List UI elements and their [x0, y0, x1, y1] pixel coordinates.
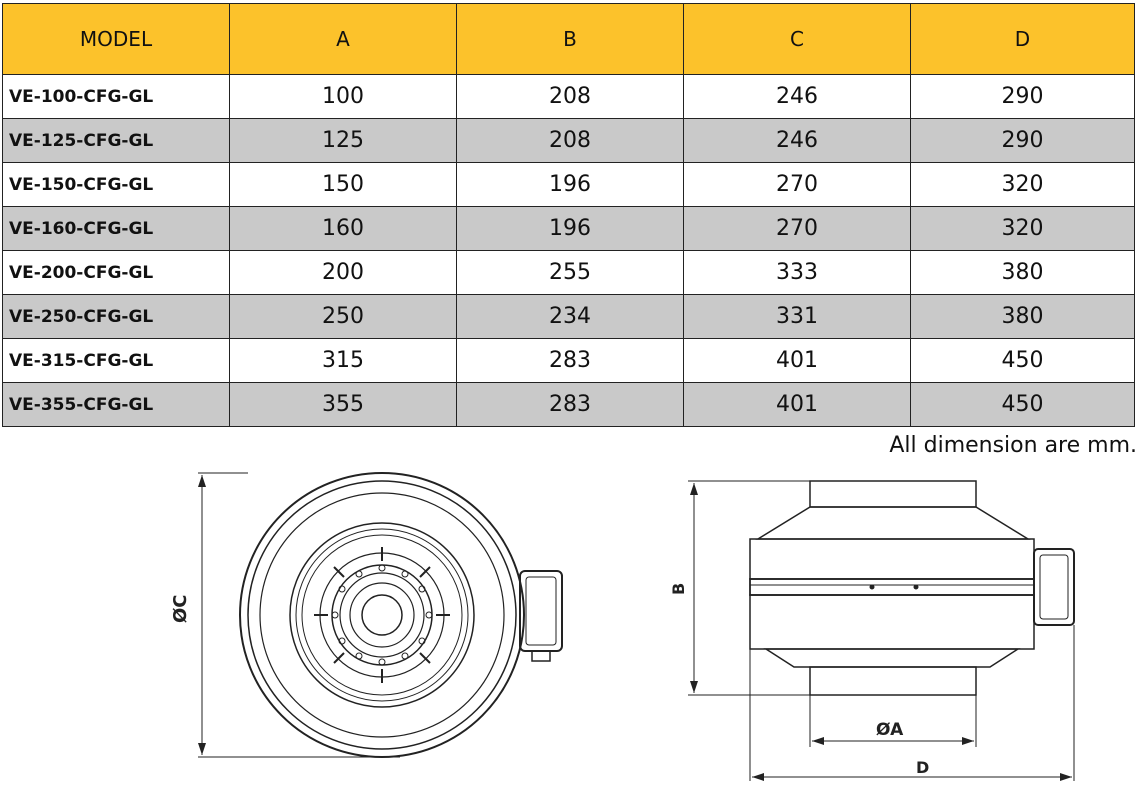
cell-c: 401: [683, 338, 911, 383]
cell-c: 401: [683, 382, 911, 427]
cell-c: 331: [683, 294, 911, 339]
cell-d: 320: [910, 206, 1135, 251]
cell-b: 255: [456, 250, 684, 295]
cell-d: 290: [910, 118, 1135, 163]
dim-label-c: ØC: [170, 594, 191, 623]
cell-b: 196: [456, 206, 684, 251]
cell-d: 450: [910, 338, 1135, 383]
cell-b: 283: [456, 338, 684, 383]
cell-d: 380: [910, 250, 1135, 295]
cell-c: 333: [683, 250, 911, 295]
table-row: VE-150-CFG-GL 150 196 270 320: [2, 162, 1135, 207]
dimension-table: MODEL A B C D VE-100-CFG-GL 100 208 246 …: [2, 3, 1135, 427]
cell-a: 200: [229, 250, 457, 295]
header-a: A: [229, 3, 457, 75]
cell-a: 355: [229, 382, 457, 427]
table-row: VE-125-CFG-GL 125 208 246 290: [2, 118, 1135, 163]
cell-model: VE-355-CFG-GL: [2, 382, 230, 427]
table-row: VE-160-CFG-GL 160 196 270 320: [2, 206, 1135, 251]
cell-a: 150: [229, 162, 457, 207]
dim-label-b: B: [670, 583, 688, 595]
cell-c: 270: [683, 162, 911, 207]
cell-a: 250: [229, 294, 457, 339]
cell-model: VE-250-CFG-GL: [2, 294, 230, 339]
cell-model: VE-150-CFG-GL: [2, 162, 230, 207]
front-view-drawing: ØC: [170, 472, 563, 758]
table-header-row: MODEL A B C D: [2, 3, 1135, 75]
cell-model: VE-100-CFG-GL: [2, 74, 230, 119]
cell-c: 246: [683, 118, 911, 163]
dim-label-d: D: [916, 758, 929, 777]
cell-b: 234: [456, 294, 684, 339]
cell-a: 100: [229, 74, 457, 119]
cell-b: 208: [456, 74, 684, 119]
header-model: MODEL: [2, 3, 230, 75]
header-d: D: [910, 3, 1135, 75]
table-row: VE-355-CFG-GL 355 283 401 450: [2, 382, 1135, 427]
dim-label-a: ØA: [876, 720, 904, 740]
cell-model: VE-125-CFG-GL: [2, 118, 230, 163]
cell-a: 160: [229, 206, 457, 251]
cell-model: VE-315-CFG-GL: [2, 338, 230, 383]
cell-c: 270: [683, 206, 911, 251]
cell-model: VE-160-CFG-GL: [2, 206, 230, 251]
header-c: C: [683, 3, 911, 75]
cell-model: VE-200-CFG-GL: [2, 250, 230, 295]
cell-b: 208: [456, 118, 684, 163]
cell-b: 283: [456, 382, 684, 427]
cell-c: 246: [683, 74, 911, 119]
cell-d: 450: [910, 382, 1135, 427]
cell-d: 290: [910, 74, 1135, 119]
table-row: VE-250-CFG-GL 250 234 331 380: [2, 294, 1135, 339]
side-view-drawing: B ØA D: [670, 480, 1075, 781]
header-b: B: [456, 3, 684, 75]
table-row: VE-200-CFG-GL 200 255 333 380: [2, 250, 1135, 295]
table-row: VE-315-CFG-GL 315 283 401 450: [2, 338, 1135, 383]
cell-a: 125: [229, 118, 457, 163]
table-row: VE-100-CFG-GL 100 208 246 290: [2, 74, 1135, 119]
units-note: All dimension are mm.: [889, 433, 1137, 458]
cell-d: 380: [910, 294, 1135, 339]
cell-a: 315: [229, 338, 457, 383]
cell-d: 320: [910, 162, 1135, 207]
cell-b: 196: [456, 162, 684, 207]
